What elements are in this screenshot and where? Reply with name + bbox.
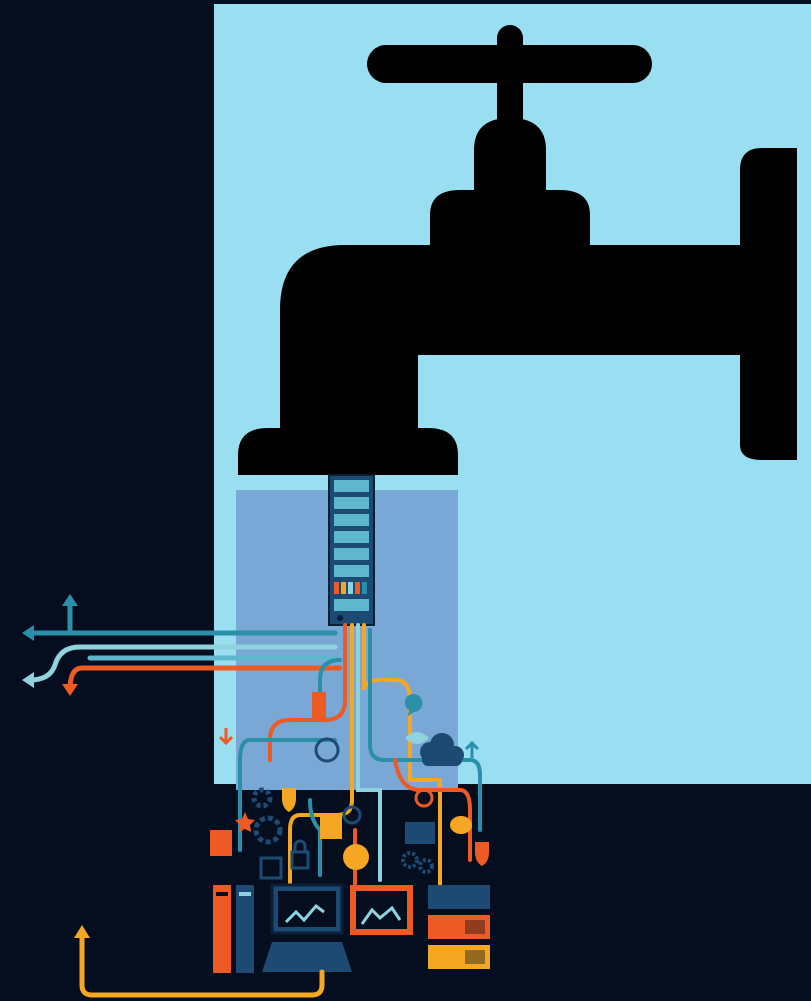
gear-icon [403, 853, 417, 867]
shield-icon [475, 842, 489, 866]
padlock-icon [292, 841, 308, 868]
speech-bubble-icon [450, 816, 472, 834]
calendar-icon [261, 858, 281, 878]
arrow-left-icon [22, 672, 34, 688]
server-tower-icon [213, 885, 254, 973]
shield-icon [282, 788, 296, 812]
laptop-chart-icon [262, 885, 352, 972]
mobile-phone-icon [312, 692, 326, 720]
arrow-up-icon [62, 594, 78, 606]
server-tower-icon [329, 475, 374, 625]
gear-icon [420, 860, 432, 872]
server-rack-icon [428, 885, 490, 969]
gear-icon [256, 818, 280, 842]
monitor-chart-icon [350, 885, 413, 935]
film-icon [320, 815, 342, 839]
globe-icon [343, 844, 369, 870]
monitor-icon [405, 822, 435, 844]
orange-box-icon [210, 830, 232, 856]
magnifier-icon [416, 790, 432, 806]
gear-icon [254, 790, 270, 806]
arrow-up-icon [74, 925, 90, 938]
arrow-down-icon [62, 684, 78, 696]
arrow-left-icon [22, 625, 34, 641]
